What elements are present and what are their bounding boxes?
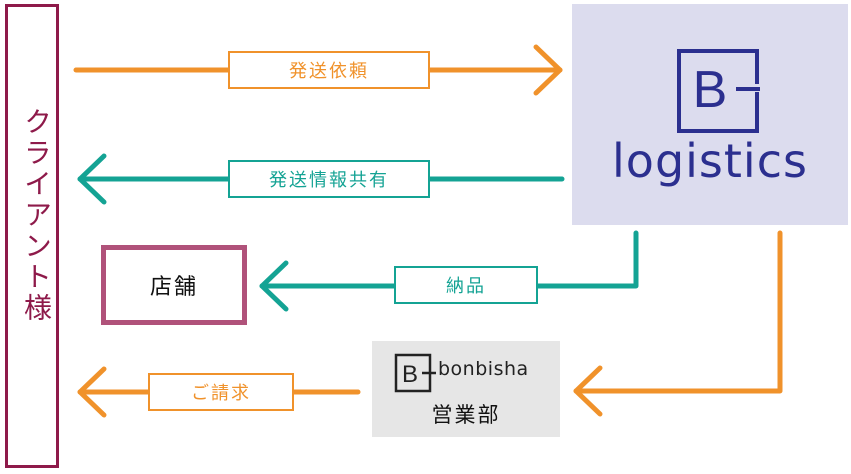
b-logo-icon: B xyxy=(677,49,760,133)
bonbisha-logo-icon: B xyxy=(394,353,436,393)
bonbisha-box: B bonbisha 営業部 xyxy=(372,341,560,437)
bonbisha-wordmark: bonbisha xyxy=(438,358,529,380)
arrow-logistics-to-bonbisha xyxy=(573,230,783,417)
logistics-box: B logistics xyxy=(572,4,848,225)
bonbisha-dept-label: 営業部 xyxy=(431,403,501,427)
logistics-wordmark: logistics xyxy=(612,134,808,188)
store-box: 店舗 xyxy=(101,245,247,325)
label-shipping-request: 発送依頼 xyxy=(228,51,430,89)
label-delivery: 納品 xyxy=(394,266,538,304)
client-box: クライアント様 xyxy=(5,4,59,468)
store-label: 店舗 xyxy=(149,275,198,300)
b-logo-letter: B xyxy=(693,61,728,119)
label-billing: ご請求 xyxy=(148,373,294,411)
bonbisha-logo-letter: B xyxy=(402,361,418,388)
arrow-delivery xyxy=(259,230,639,312)
label-shipping-info-share: 発送情報共有 xyxy=(228,160,430,198)
client-label: クライアント様 xyxy=(20,107,53,324)
